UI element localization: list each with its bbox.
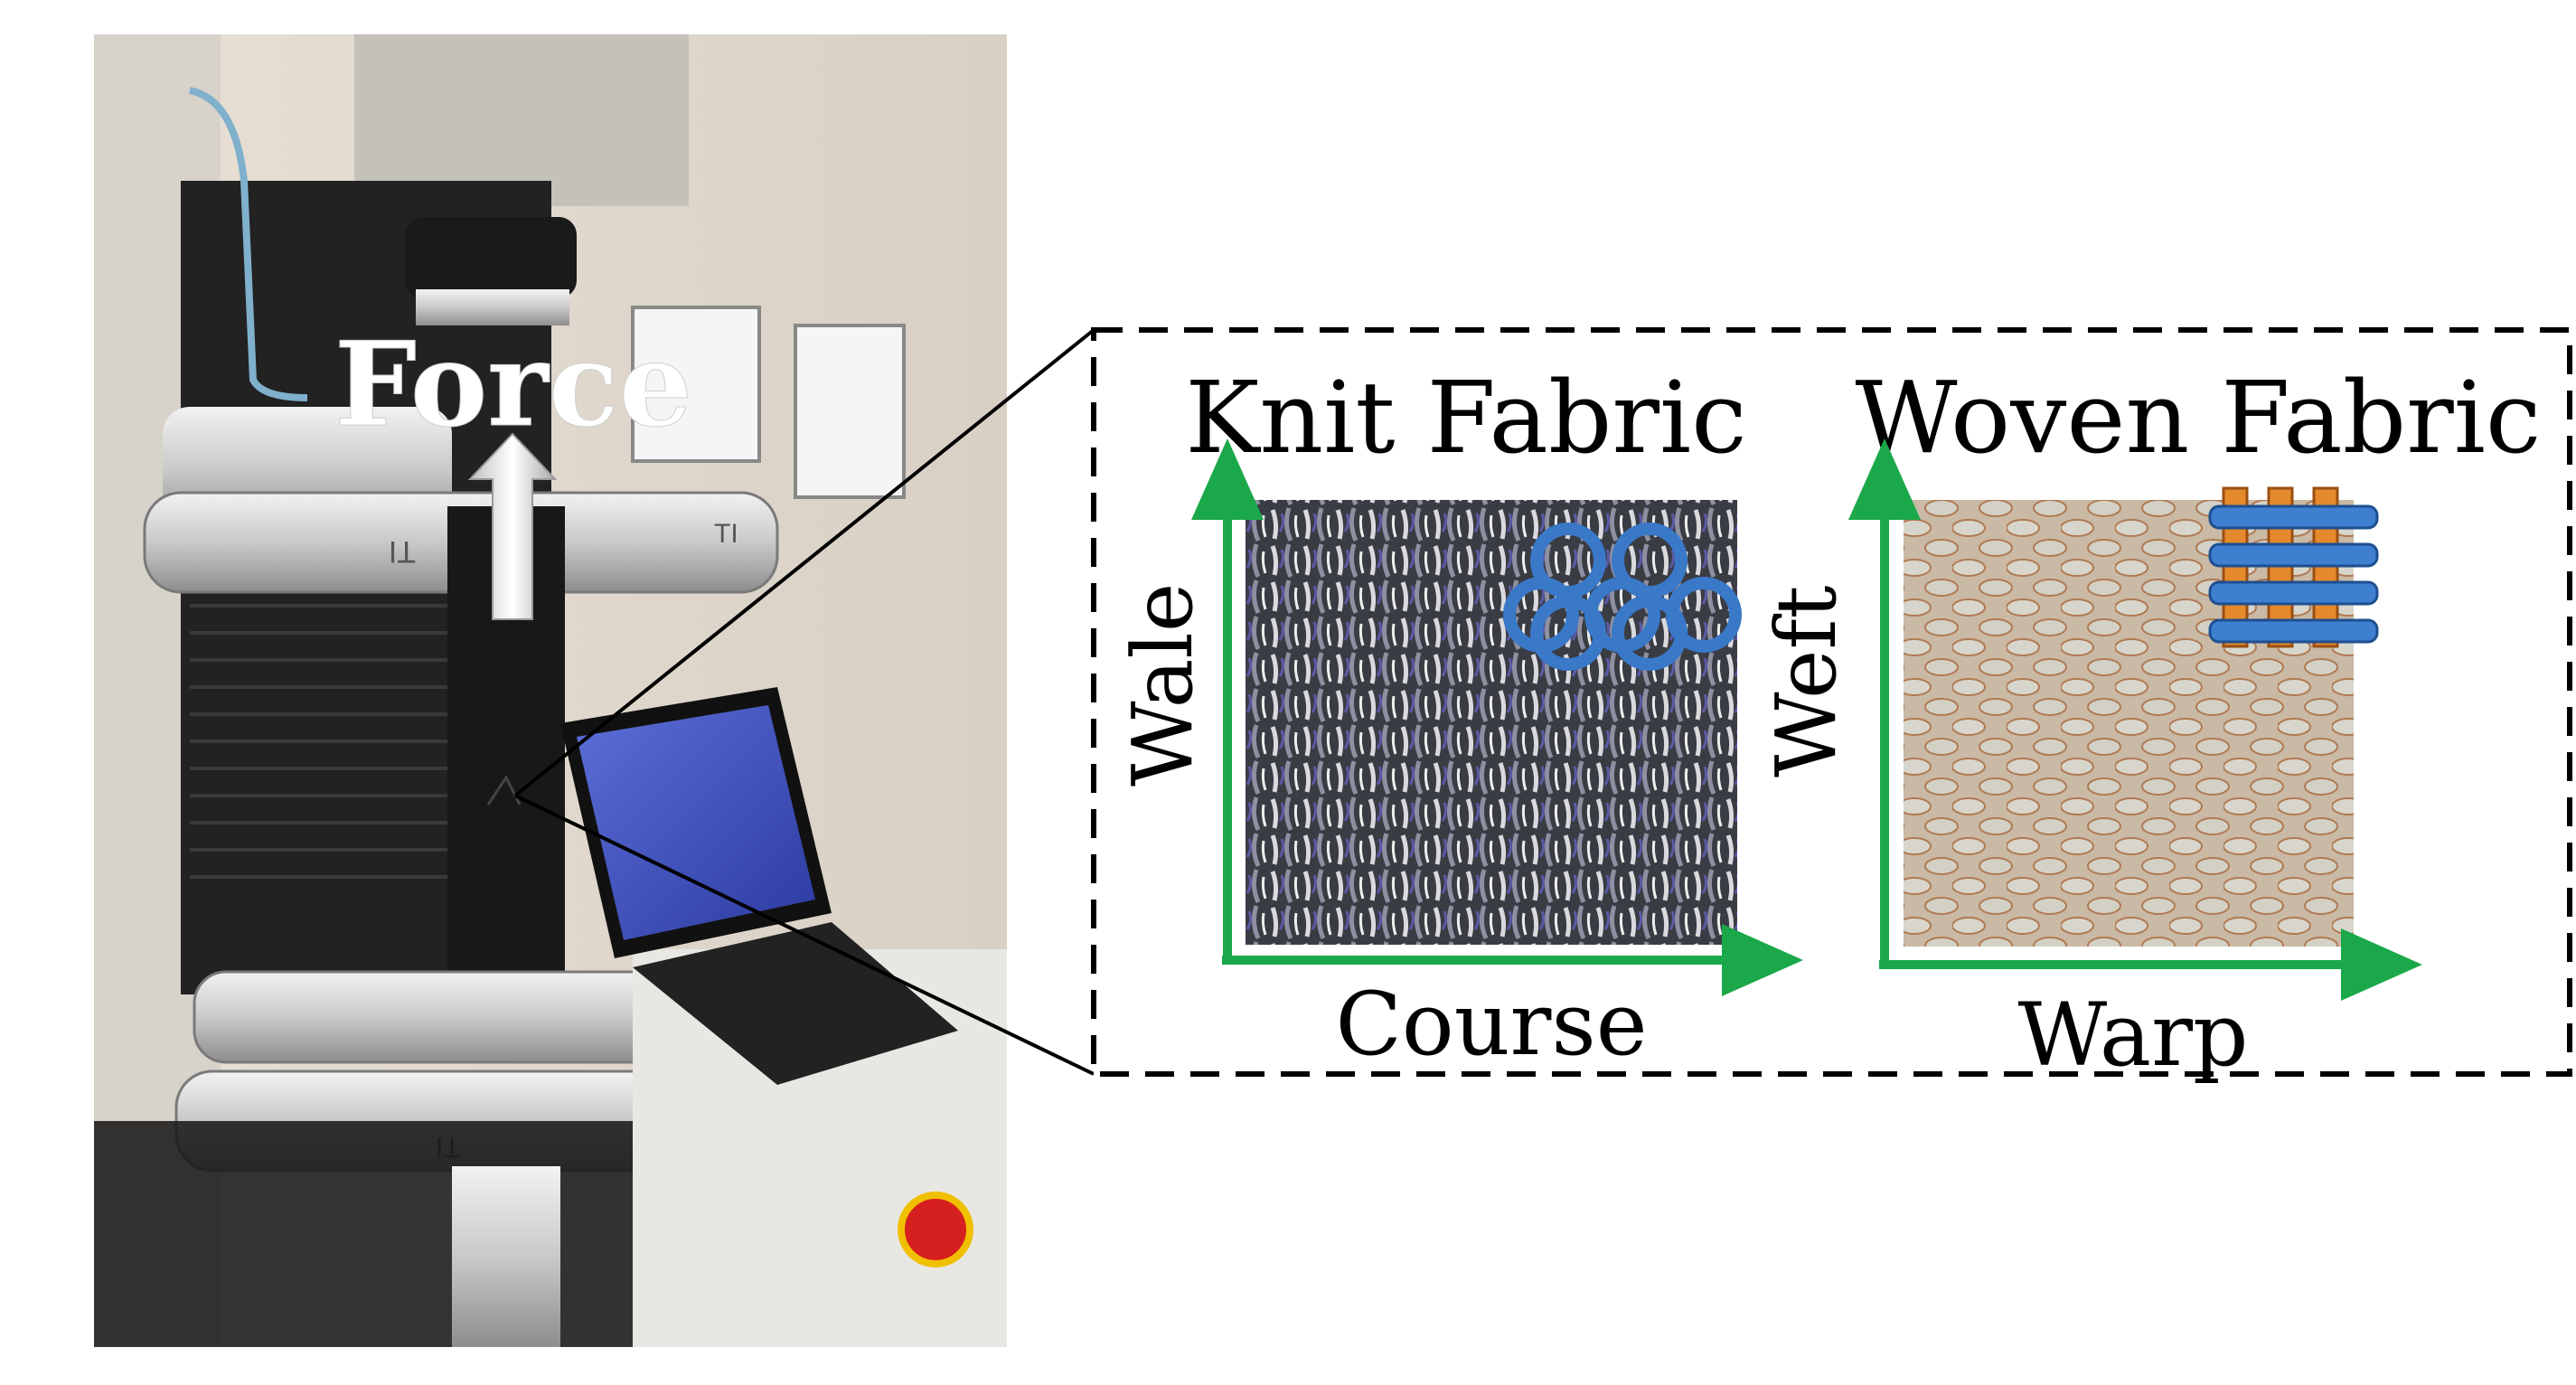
- weave-pattern-icon: [2208, 486, 2379, 648]
- load-cell-clamp: [416, 289, 569, 325]
- zoom-connector-lines: [513, 328, 1095, 1076]
- knit-fabric-panel: Knit Fabric Wale Course: [1114, 360, 1803, 1075]
- woven-weft-label: Weft: [1758, 585, 1855, 777]
- knit-wale-label: Wale: [1114, 583, 1211, 787]
- wall-notice: [631, 306, 761, 463]
- knit-fabric-texture: [1246, 500, 1737, 945]
- woven-fabric-panel: Woven Fabric Weft Warp: [1758, 360, 2542, 1086]
- knit-course-label: Course: [1335, 974, 1647, 1075]
- laptop-display: [577, 705, 815, 940]
- force-label: Force: [334, 317, 692, 453]
- pneumatic-tube: [189, 87, 308, 401]
- machine-top-housing: [354, 34, 689, 206]
- force-arrow-icon: [467, 432, 558, 620]
- knit-panel-title: Knit Fabric: [1185, 360, 1747, 476]
- woven-warp-label: Warp: [2018, 985, 2249, 1086]
- machine-mark: TI: [714, 519, 738, 549]
- laptop-keyboard: [633, 922, 958, 1085]
- knit-loop-icon: [1503, 523, 1743, 671]
- woven-panel-title: Woven Fabric: [1855, 360, 2541, 476]
- wall-notice: [794, 324, 906, 499]
- lower-actuator: [452, 1166, 560, 1347]
- load-cell: [405, 217, 577, 298]
- tensile-test-photo: TI TI TI TI Force: [94, 34, 1007, 1347]
- machine-mark: TI: [389, 534, 416, 569]
- emergency-stop-button: [898, 1192, 973, 1267]
